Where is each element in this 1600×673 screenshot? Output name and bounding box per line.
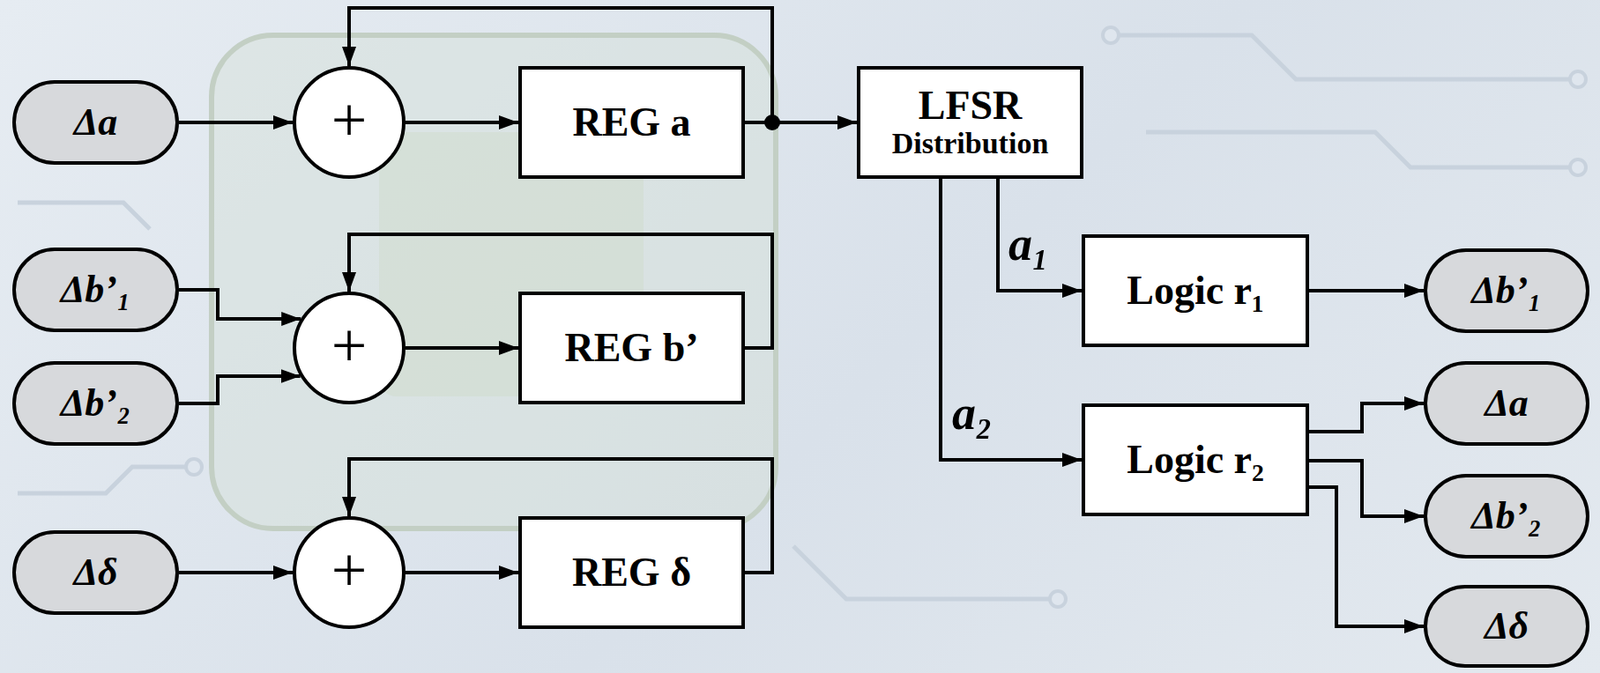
node-text: Δb’₂ <box>60 382 132 425</box>
node-text: REG b’ <box>564 326 699 372</box>
wire-label: a₂ <box>952 387 993 440</box>
trace <box>793 546 1058 600</box>
node-text: Logic r₁ <box>1126 268 1265 314</box>
pad <box>1102 27 1119 44</box>
adder-circle: + <box>292 66 406 179</box>
signal-wire <box>178 571 293 575</box>
delta-terminal: Δδ <box>1423 585 1590 669</box>
pad <box>1049 591 1066 608</box>
node-text: Δa <box>74 101 119 144</box>
signal-wire <box>1309 487 1424 627</box>
node-text: Logic r₂ <box>1126 438 1265 484</box>
pad <box>1570 71 1586 88</box>
delta-terminal: Δb’₂ <box>1423 474 1590 559</box>
register-box: REG a <box>518 66 745 179</box>
wire-label: a₁ <box>1008 218 1050 271</box>
trace <box>17 202 150 230</box>
signal-wire <box>744 120 857 125</box>
node-text: LFSR <box>918 84 1023 127</box>
delta-terminal: Δδ <box>12 530 179 616</box>
signal-wire <box>178 120 293 125</box>
adder-circle: + <box>292 516 406 630</box>
trace <box>1146 132 1578 168</box>
node-text: Δa <box>1484 382 1529 425</box>
node-text: Δδ <box>1484 605 1529 648</box>
board-pads <box>186 27 1586 608</box>
delta-terminal: Δb’₁ <box>12 247 179 333</box>
node-text: + <box>331 313 368 378</box>
trace <box>17 467 186 494</box>
signal-wire <box>405 571 519 575</box>
pad <box>186 459 202 476</box>
pad <box>1570 159 1586 176</box>
signal-wire <box>405 346 519 350</box>
signal-wire <box>178 376 301 404</box>
signal-wire <box>1309 403 1424 432</box>
trace <box>1119 35 1578 80</box>
delta-terminal: Δa <box>1423 361 1590 447</box>
signal-wire <box>178 290 301 320</box>
node-text: Δδ <box>73 551 118 595</box>
board-traces <box>17 35 1578 600</box>
node-text: REG δ <box>572 550 692 596</box>
lfsr-box: LFSRDistribution <box>856 66 1084 179</box>
node-text: Δb’₁ <box>1471 269 1542 313</box>
adder-circle: + <box>292 291 406 405</box>
delta-terminal: Δb’₁ <box>1423 248 1590 334</box>
signal-wire <box>1309 289 1424 293</box>
node-text: + <box>331 538 368 603</box>
node-text: Δb’₂ <box>1471 495 1542 538</box>
delta-terminal: Δa <box>12 80 179 165</box>
signal-wire <box>997 178 1082 291</box>
delta-terminal: Δb’₂ <box>12 361 179 447</box>
chip-outline <box>211 35 776 529</box>
register-box: Logic r₂ <box>1081 403 1310 517</box>
register-box: Logic r₁ <box>1081 234 1310 348</box>
node-text: Δb’₁ <box>60 268 132 312</box>
register-box: REG b’ <box>518 291 745 405</box>
node-text: REG a <box>572 100 691 146</box>
register-box: REG δ <box>518 516 745 630</box>
signal-wire <box>405 120 519 125</box>
signal-wire <box>940 178 1082 461</box>
node-text: + <box>331 88 368 152</box>
node-text: Distribution <box>892 126 1050 160</box>
